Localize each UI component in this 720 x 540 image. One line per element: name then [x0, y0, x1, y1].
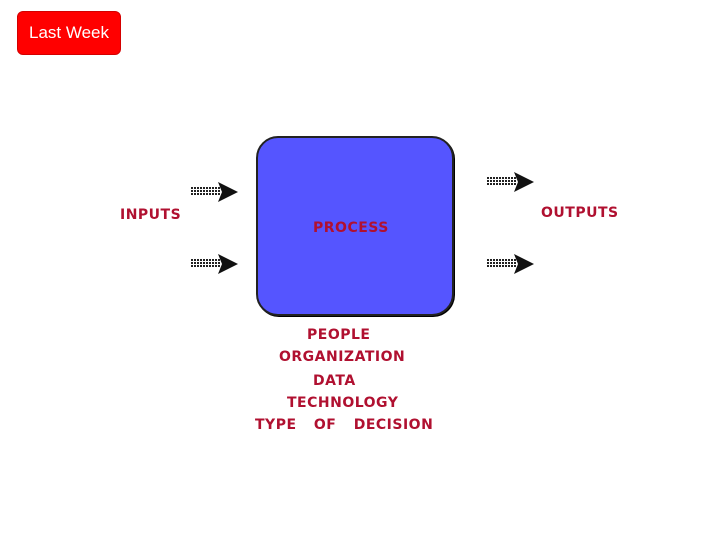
factor-data: DATA — [313, 373, 356, 389]
factor-people: PEOPLE — [307, 327, 371, 343]
last-week-badge[interactable]: Last Week — [17, 11, 121, 55]
output-arrow-top-icon — [486, 172, 534, 192]
inputs-label: INPUTS — [120, 207, 182, 223]
factor-organization: ORGANIZATION — [279, 349, 406, 365]
factor-type-of-decision: TYPE OF DECISION — [255, 417, 434, 433]
input-arrow-bottom-icon — [190, 254, 238, 274]
output-arrow-bottom-icon — [486, 254, 534, 274]
process-box — [256, 136, 454, 316]
factor-technology: TECHNOLOGY — [287, 395, 399, 411]
input-arrow-top-icon — [190, 182, 238, 202]
process-label: PROCESS — [313, 220, 389, 236]
outputs-label: OUTPUTS — [541, 205, 619, 221]
